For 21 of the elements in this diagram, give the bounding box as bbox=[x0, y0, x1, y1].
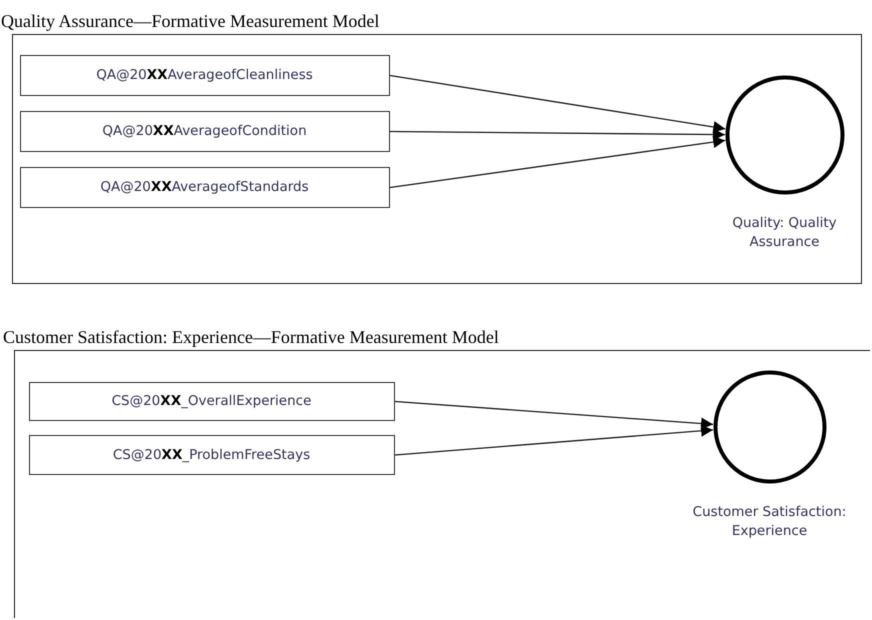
indicator-label: QA@20XXAverageofCleanliness bbox=[96, 67, 313, 83]
latent-variable-circle bbox=[724, 74, 844, 194]
indicator-label: CS@20XX_OverallExperience bbox=[112, 393, 312, 409]
construct-label: Quality: Quality Assurance bbox=[731, 214, 838, 252]
indicator-box bbox=[28, 382, 394, 420]
panel-title: Quality Assurance—Formative Measurement Model bbox=[1, 11, 380, 32]
indicator-box bbox=[20, 166, 390, 208]
indicator-label: CS@20XX_ProblemFreeStays bbox=[112, 446, 310, 462]
arrow bbox=[394, 400, 714, 430]
arrow bbox=[390, 128, 725, 141]
latent-variable-circle bbox=[712, 370, 826, 484]
indicator-label: QA@20XXAverageofCondition bbox=[102, 123, 307, 139]
indicator-box bbox=[20, 54, 390, 96]
indicator-label: QA@20XXAverageofStandards bbox=[100, 179, 309, 195]
arrow bbox=[390, 74, 726, 133]
panel-title: Customer Satisfaction: Experience—Formative Measurement Model bbox=[3, 327, 499, 348]
indicator-box bbox=[20, 110, 390, 152]
construct-label: Customer Satisfaction: Experience bbox=[692, 502, 848, 542]
indicator-box bbox=[28, 434, 394, 474]
arrow bbox=[390, 136, 726, 188]
arrow bbox=[394, 424, 714, 456]
